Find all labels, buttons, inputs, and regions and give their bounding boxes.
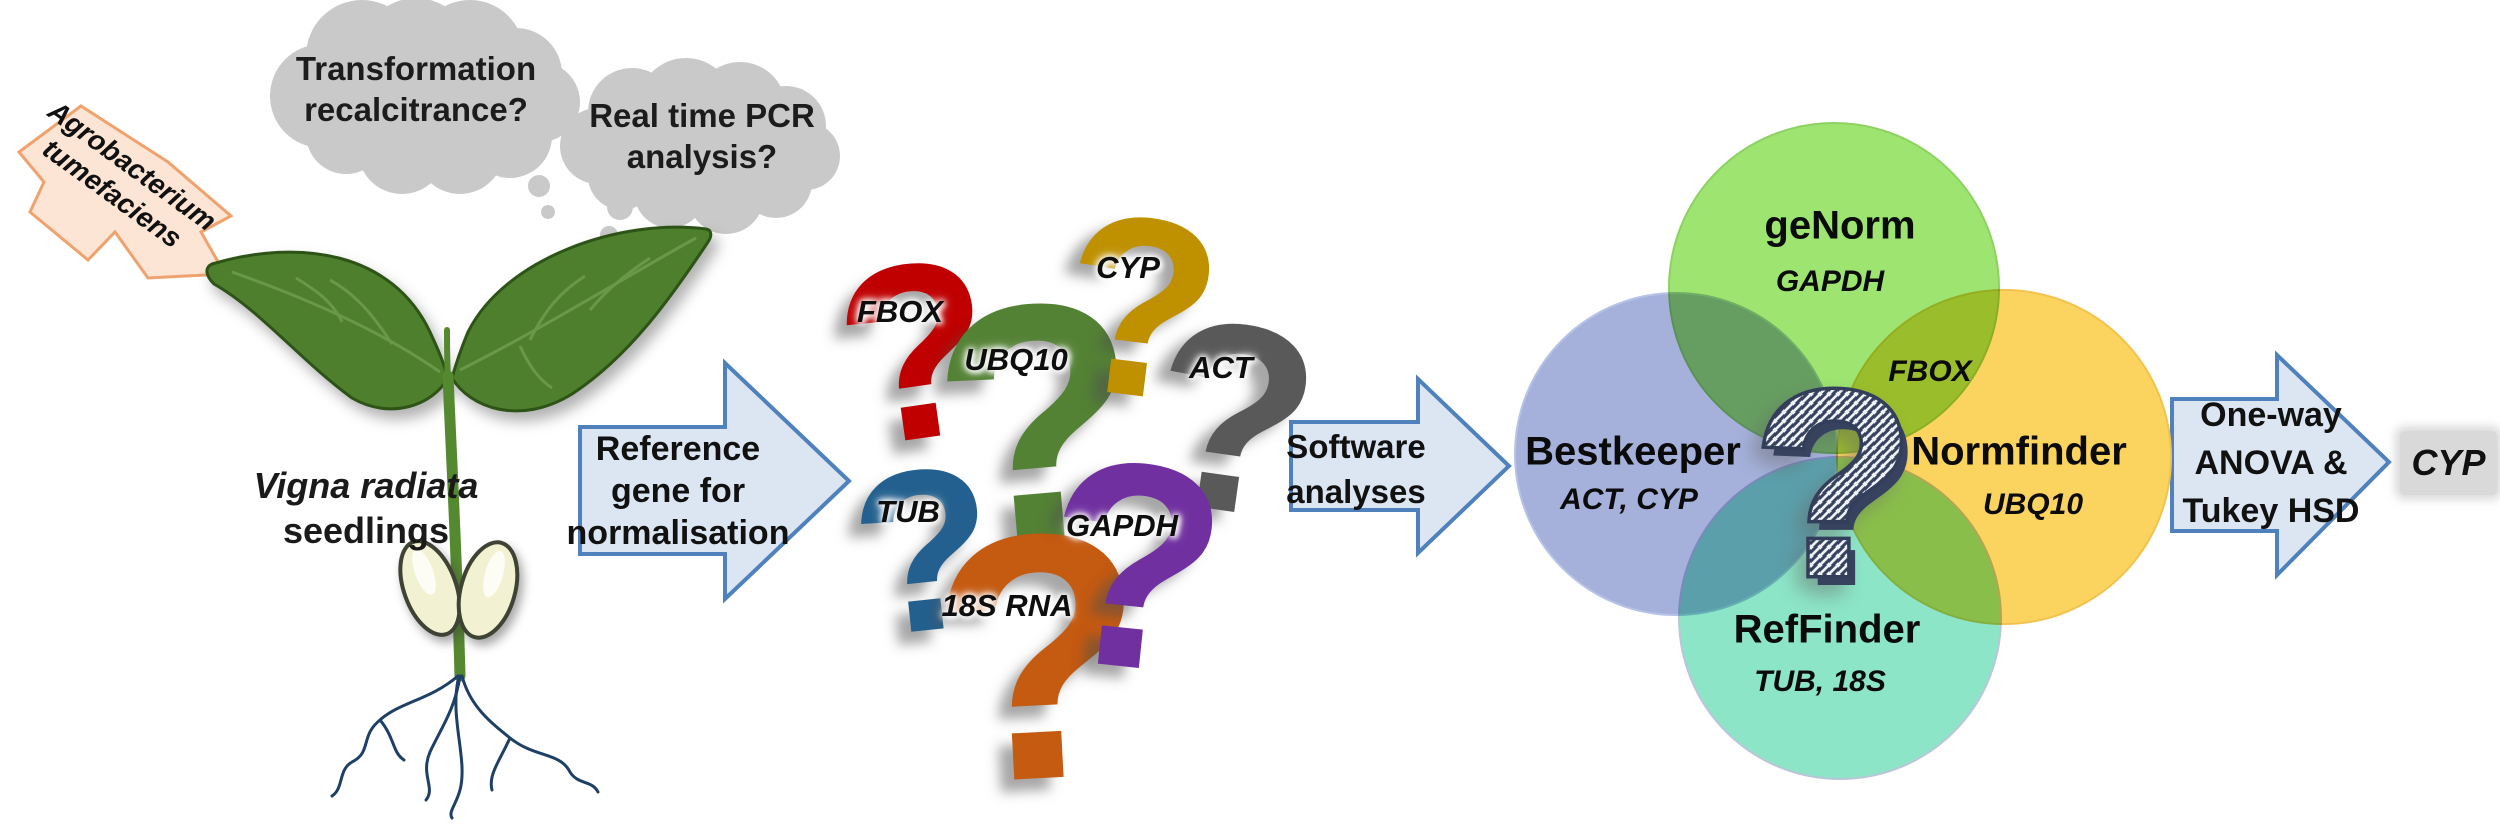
- result-box: CYP: [2400, 431, 2497, 495]
- flow-arrow-reference-shape: [578, 358, 852, 604]
- flow-arrow-reference-text: Reference gene for normalisation: [567, 428, 790, 554]
- cloud2-line2: analysis?: [626, 138, 778, 175]
- venn-gene-bestkeeper: ACT, CYP: [1560, 483, 1698, 516]
- cloud1-line2: recalcitrance?: [304, 91, 528, 128]
- leaf-right-icon: [450, 225, 713, 413]
- flow-arrow-anova-shape: [2170, 350, 2392, 580]
- cloud1-line1: Transformation: [295, 50, 537, 87]
- seedling-species: Vigna radiata: [253, 465, 479, 506]
- reference-line3: normalisation: [566, 514, 790, 552]
- result-label: CYP: [2411, 442, 2486, 483]
- seedling-label: Vigna radiata seedlings: [254, 463, 479, 553]
- cotyledons-icon: [398, 539, 520, 640]
- anova-line2: ANOVA &: [2194, 444, 2348, 482]
- anova-line3: Tukey HSD: [2182, 492, 2360, 530]
- seedling-illustration: [205, 225, 713, 820]
- seedling-rest: seedlings: [282, 510, 450, 551]
- venn-label-genorm: geNorm: [1764, 203, 1916, 248]
- venn-gene-genorm: GAPDH: [1775, 265, 1885, 298]
- flow-arrow-software-text: Software analyses: [1286, 424, 1425, 514]
- candidate-gene-label: 18S RNA: [941, 588, 1073, 623]
- candidate-gene-question-mark: ?: [1029, 394, 1241, 738]
- venn-gene-normfinder: UBQ10: [1982, 488, 2084, 521]
- software-line1: Software: [1286, 428, 1426, 465]
- question-mark-glyph: ?: [1753, 340, 1915, 632]
- venn-gene-reffinder: TUB, 18S: [1754, 665, 1886, 698]
- cloud2-line1: Real time PCR: [589, 97, 815, 134]
- thought-cloud-text: Transformation recalcitrance?: [296, 48, 536, 130]
- thought-cloud-icon: [270, 0, 580, 194]
- roots-icon: [330, 674, 600, 820]
- thought-cloud-text: Real time PCR analysis?: [589, 95, 815, 177]
- candidate-gene-label: UBQ10: [964, 342, 1068, 377]
- agrobacterium-callout-shape: [16, 104, 234, 280]
- candidate-gene-label: CYP: [1096, 250, 1160, 285]
- candidate-gene-label: GAPDH: [1066, 508, 1178, 543]
- flow-arrow-anova-text: One-way ANOVA & Tukey HSD: [2183, 391, 2360, 535]
- venn-label-normfinder: Normfinder: [1911, 429, 2127, 474]
- candidate-gene-label: FBOX: [856, 294, 944, 329]
- venn-label-bestkeeper: Bestkeeper: [1525, 429, 1741, 474]
- candidate-gene-label: TUB: [876, 494, 940, 529]
- venn-center-question-mark: ? ?: [1750, 340, 1923, 640]
- reference-line1: Reference: [595, 430, 761, 468]
- flow-arrow-software-shape: [1289, 374, 1512, 558]
- stem-icon: [442, 327, 466, 682]
- thought-cloud-icon: [560, 58, 840, 234]
- anova-line1: One-way: [2200, 396, 2342, 434]
- reference-line2: gene for: [610, 472, 746, 510]
- candidate-gene-label: ACT: [1189, 350, 1253, 385]
- leaf-left-icon: [205, 250, 450, 411]
- software-line2: analyses: [1286, 473, 1426, 510]
- leaf-veins: [231, 236, 697, 390]
